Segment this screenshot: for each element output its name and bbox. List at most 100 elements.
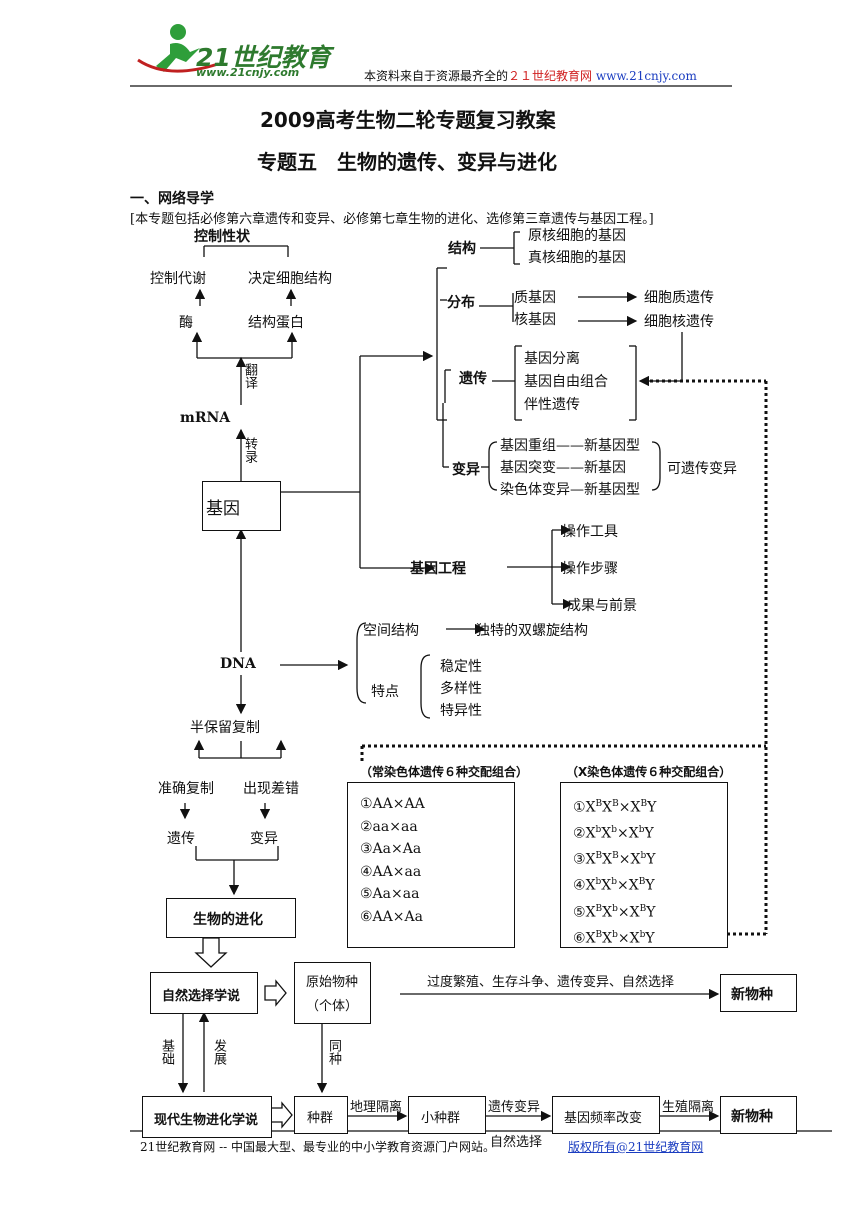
autosomal-cross-item: ④AA×aa — [360, 863, 422, 880]
source-site-link[interactable]: ２１世纪教育网 — [508, 69, 593, 83]
autosomal-cross-item: ⑤Aa×aa — [360, 886, 420, 902]
semi-conservative: 半保留复制 — [190, 720, 260, 736]
nuclear-gene: 核基因 — [514, 312, 556, 328]
footer-text: 21世纪教育网 -- 中国最大型、最专业的中小学教育资源门户网站。 — [140, 1140, 496, 1154]
new-species-label-2: 新物种 — [731, 1109, 773, 1125]
page-title: 2009高考生物二轮专题复习教案 — [260, 108, 556, 132]
section-heading: 一、网络导学 — [130, 191, 214, 207]
modern-theory-box: 现代生物进化学说 — [142, 1096, 272, 1138]
population-box: 种群 — [294, 1096, 348, 1134]
gene-frequency-label: 基因频率改变 — [564, 1111, 643, 1126]
same-species-label: 同种 — [326, 1039, 341, 1065]
recombination: 基因重组——新基因型 — [500, 438, 640, 454]
diversity: 多样性 — [440, 681, 482, 697]
small-population-box: 小种群 — [408, 1096, 486, 1134]
develop-label: 发展 — [211, 1039, 226, 1065]
source-prefix: 本资料来自于资源最齐全的 — [364, 69, 509, 83]
genetic-variation: 遗传变异 — [488, 1100, 541, 1115]
gene-label: 基因 — [206, 499, 240, 519]
autosomal-list: ①AA×AA ②aa×aa ③Aa×Aa ④AA×aa ⑤Aa×aa ⑥AA×Aa — [360, 793, 425, 928]
variation-left: 变异 — [250, 831, 278, 847]
reproductive-isolation: 生殖隔离 — [662, 1100, 715, 1115]
sex-linked: 伴性遗传 — [524, 397, 580, 413]
genetic-engineering: 基因工程 — [410, 561, 466, 577]
autosomal-cross-item: ⑥AA×Aa — [360, 908, 423, 925]
steps: 操作步骤 — [562, 561, 618, 577]
basis-label: 基础 — [159, 1039, 174, 1065]
new-species-box-2: 新物种 — [720, 1096, 797, 1134]
autosomal-cross-item: ①AA×AA — [360, 796, 425, 812]
section-intro: [本专题包括必修第六章遗传和变异、必修第七章生物的进化、选修第三章遗传与基因工程… — [130, 212, 654, 227]
population-label: 种群 — [307, 1111, 334, 1126]
gene-box: 基因 — [202, 481, 281, 531]
enzyme: 酶 — [179, 315, 193, 331]
new-species-box-1: 新物种 — [720, 974, 797, 1012]
x-linked-cross-item: ⑤XBXb×XBY — [573, 903, 656, 921]
page-subtitle: 专题五 生物的遗传、变异与进化 — [257, 150, 557, 174]
eukaryote-gene: 真核细胞的基因 — [528, 250, 626, 266]
double-helix: 独特的双螺旋结构 — [476, 623, 588, 639]
source-url-link[interactable]: www.21cnjy.com — [595, 69, 697, 83]
heredity: 遗传 — [167, 831, 195, 847]
dna: DNA — [220, 656, 256, 672]
small-population-label: 小种群 — [421, 1111, 461, 1126]
natural-selection-label: 自然选择学说 — [162, 989, 241, 1004]
header-source: 本资料来自于资源最齐全的２１世纪教育网 www.21cnjy.com — [364, 67, 697, 84]
autosomal-cross-item: ③Aa×Aa — [360, 841, 422, 857]
x-linked-title: （X染色体遗传６种交配组合） — [566, 765, 732, 779]
variation-label: 变异 — [452, 462, 480, 478]
logo-figure-icon — [137, 24, 219, 73]
nuclear-inheritance: 细胞核遗传 — [644, 314, 714, 330]
determine-structure: 决定细胞结构 — [248, 271, 332, 287]
x-linked-cross-item: ②XbXb×XbY — [573, 825, 654, 842]
mutation: 基因突变——新基因 — [500, 460, 626, 476]
evolution-process: 过度繁殖、生存斗争、遗传变异、自然选择 — [427, 975, 675, 990]
x-linked-cross-item: ⑥XBXb×XbY — [573, 929, 655, 947]
transcription-label: 转录 — [242, 437, 257, 463]
original-species-box: 原始物种 （个体） — [294, 962, 371, 1024]
autosomal-box: ①AA×AA ②aa×aa ③Aa×Aa ④AA×aa ⑤Aa×aa ⑥AA×Aa — [347, 782, 515, 948]
x-linked-cross-item: ④XbXb×XBY — [573, 877, 655, 895]
x-linked-cross-item: ③XBXB×XbY — [573, 851, 656, 868]
structural-protein: 结构蛋白 — [248, 315, 304, 331]
features: 特点 — [371, 684, 399, 700]
logo-text: 21世纪教育 — [196, 43, 331, 72]
logo-url: www.21cnjy.com — [196, 66, 300, 79]
mrna: mRNA — [180, 410, 231, 426]
control-metabolism: 控制代谢 — [150, 271, 206, 287]
cytoplasmic-inheritance: 细胞质遗传 — [644, 290, 714, 306]
inheritance-label: 遗传 — [459, 371, 487, 387]
gene-frequency-box: 基因频率改变 — [552, 1096, 660, 1134]
translation-label: 翻译 — [242, 363, 257, 389]
cytoplasmic-gene: 质基因 — [514, 290, 556, 306]
spatial-structure: 空间结构 — [363, 623, 419, 639]
chromosome-variation: 染色体变异—新基因型 — [500, 482, 640, 498]
autosomal-cross-item: ②aa×aa — [360, 818, 418, 835]
distribution-label: 分布 — [447, 295, 475, 311]
copy-error: 出现差错 — [243, 781, 299, 797]
specificity: 特异性 — [440, 703, 482, 719]
tools: 操作工具 — [562, 524, 618, 540]
autosomal-title: （常染色体遗传６种交配组合） — [360, 765, 529, 779]
structure-label: 结构 — [448, 241, 476, 257]
new-species-label-1: 新物种 — [731, 987, 773, 1003]
control-traits: 控制性状 — [194, 229, 250, 245]
footer-copyright-link[interactable]: 版权所有@21世纪教育网 — [568, 1140, 704, 1154]
results: 成果与前景 — [567, 598, 637, 614]
geo-isolation: 地理隔离 — [350, 1100, 403, 1115]
original-species-label: 原始物种 — [306, 975, 359, 990]
natural-selection-box: 自然选择学说 — [150, 972, 258, 1014]
evolution-label: 生物的进化 — [193, 912, 263, 928]
stability: 稳定性 — [440, 659, 482, 675]
segregation: 基因分离 — [524, 351, 580, 367]
free-combination: 基因自由组合 — [524, 374, 608, 390]
heritable-variation: 可遗传变异 — [667, 461, 737, 477]
prokaryote-gene: 原核细胞的基因 — [528, 228, 626, 244]
accurate-copy: 准确复制 — [158, 781, 214, 797]
modern-theory-label: 现代生物进化学说 — [154, 1113, 259, 1128]
individual-label: （个体） — [306, 999, 359, 1014]
natural-selection-2: 自然选择 — [490, 1135, 543, 1150]
